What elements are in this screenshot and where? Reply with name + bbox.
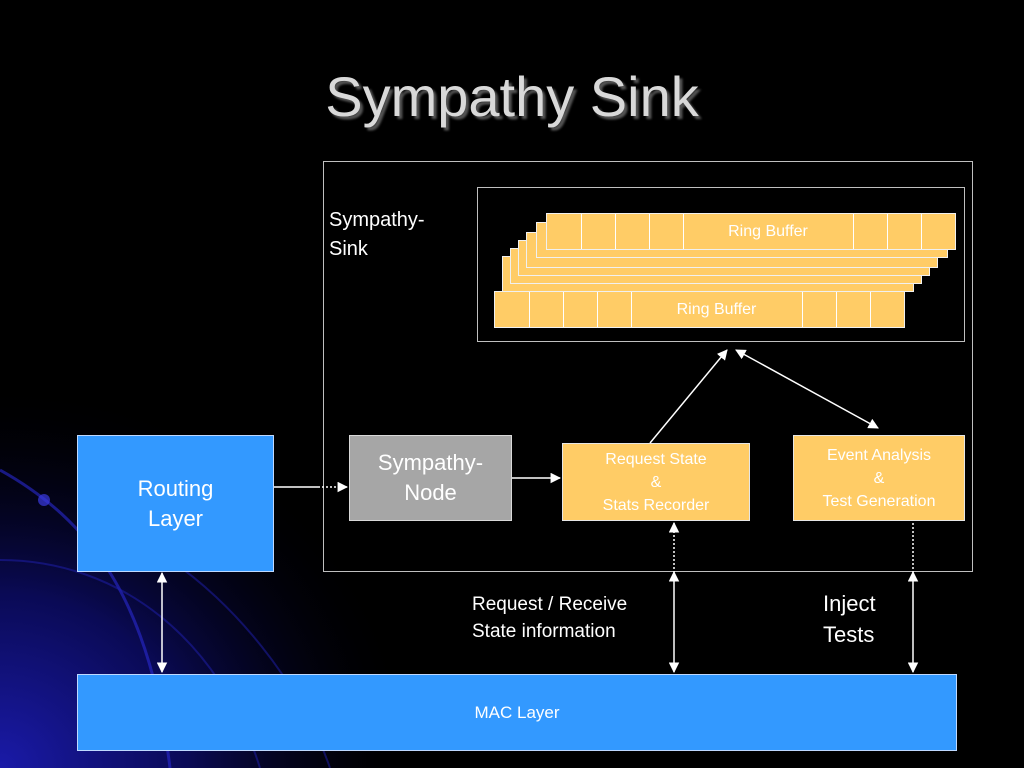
ring-buffer-panel bbox=[477, 187, 965, 342]
sympathy-node-label: Sympathy- Node bbox=[377, 450, 484, 505]
request-state-label: Request State & Stats Recorder bbox=[602, 450, 710, 514]
request-state-box[interactable]: Request State & Stats Recorder bbox=[562, 443, 750, 521]
sympathy-sink-label: Sympathy- Sink bbox=[329, 209, 425, 260]
mac-layer-label: MAC Layer bbox=[474, 702, 560, 722]
slide-title: Sympathy Sink bbox=[325, 65, 699, 128]
mac-layer-box[interactable]: MAC Layer bbox=[77, 674, 957, 751]
request-receive-annotation: Request / Receive State information bbox=[472, 594, 628, 642]
event-analysis-box[interactable]: Event Analysis & Test Generation bbox=[793, 435, 965, 521]
event-analysis-label: Event Analysis & Test Generation bbox=[822, 447, 936, 510]
ring-buffer-back-label: Ring Buffer bbox=[728, 223, 808, 240]
sympathy-node-box[interactable]: Sympathy- Node bbox=[349, 435, 512, 521]
ring-buffer-back: Ring Buffer bbox=[546, 213, 956, 250]
inject-tests-annotation: Inject Tests bbox=[823, 591, 876, 647]
ring-buffer-front-label: Ring Buffer bbox=[676, 300, 757, 318]
sympathy-sink-panel bbox=[323, 161, 973, 572]
routing-layer-box[interactable]: Routing Layer bbox=[77, 435, 274, 572]
ring-buffer-front: Ring Buffer bbox=[494, 291, 905, 328]
routing-layer-label: Routing Layer bbox=[137, 475, 214, 531]
